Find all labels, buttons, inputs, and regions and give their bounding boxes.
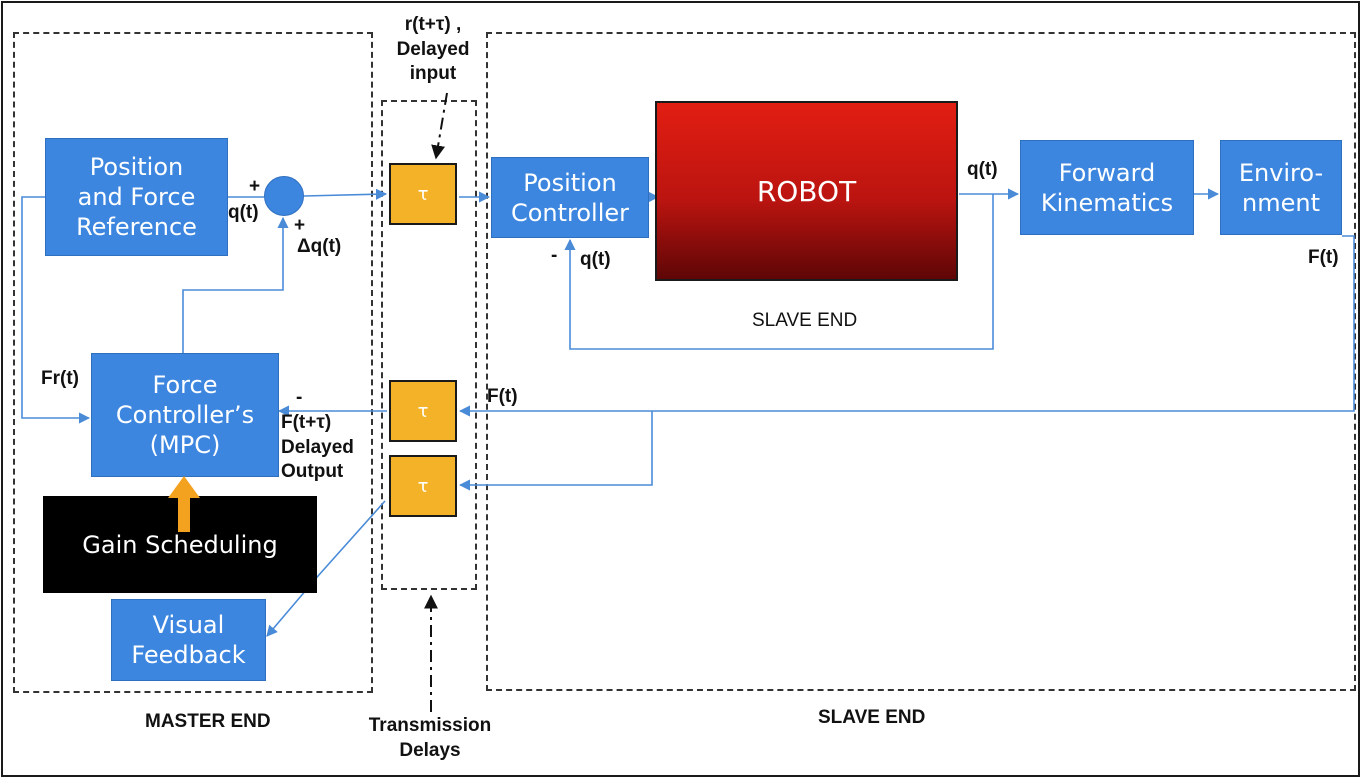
robot-box: ROBOT <box>655 101 958 281</box>
plus-sign-bottom: + <box>294 215 306 236</box>
slave-end-label: SLAVE END <box>818 707 926 728</box>
transmission-delays-label: Transmission Delays <box>368 715 492 761</box>
q-t-feedback-label: q(t) <box>580 249 611 270</box>
fc-to-sum-wire <box>182 216 289 353</box>
force-controller-mpc-box: Force Controller’s (MPC) <box>91 353 279 477</box>
gain-up-arrow <box>166 474 202 534</box>
plus-sign-top: + <box>249 176 261 197</box>
minus-sign-fc: - <box>296 387 303 408</box>
transmission-delays-region <box>381 100 477 590</box>
position-force-reference-box: Position and Force Reference <box>45 138 228 256</box>
environment-box: Enviro- nment <box>1220 140 1342 235</box>
q-t-sum-label: q(t) <box>228 202 259 223</box>
f-t-return-label: F(t) <box>487 386 518 407</box>
delay-to-visual-wire <box>266 500 386 637</box>
delayed-input-label: r(t+τ) , Delayed input <box>396 14 470 85</box>
q-feedback-wire <box>564 194 994 350</box>
reference-to-fc-wire <box>21 196 91 424</box>
delayed-output-label: F(t+τ) Delayed Output <box>281 412 354 483</box>
fr-t-label: Fr(t) <box>41 368 79 389</box>
forward-kinematics-box: Forward Kinematics <box>1020 140 1194 235</box>
force-branch-wire <box>458 411 653 491</box>
position-controller-box: Position Controller <box>491 157 649 238</box>
q-t-robot-label: q(t) <box>967 159 998 180</box>
slave-end-inner-label: SLAVE END <box>752 310 858 331</box>
output-delay-box: τ <box>389 380 457 442</box>
master-end-label: MASTER END <box>145 711 271 732</box>
slave-end-region <box>486 32 1356 691</box>
input-delay-box: τ <box>389 163 457 225</box>
minus-sign-pc: - <box>551 245 558 266</box>
delayed-input-pointer <box>431 92 448 160</box>
visual-feedback-box: Visual Feedback <box>111 599 266 681</box>
delta-q-label: Δq(t) <box>297 236 342 257</box>
sum-to-delay-wire <box>303 188 388 200</box>
summing-junction <box>264 176 304 216</box>
env-force-return-wire <box>458 235 1355 417</box>
master-end-region <box>13 32 373 693</box>
visual-delay-box: τ <box>389 455 457 517</box>
f-t-env-label: F(t) <box>1308 247 1339 268</box>
